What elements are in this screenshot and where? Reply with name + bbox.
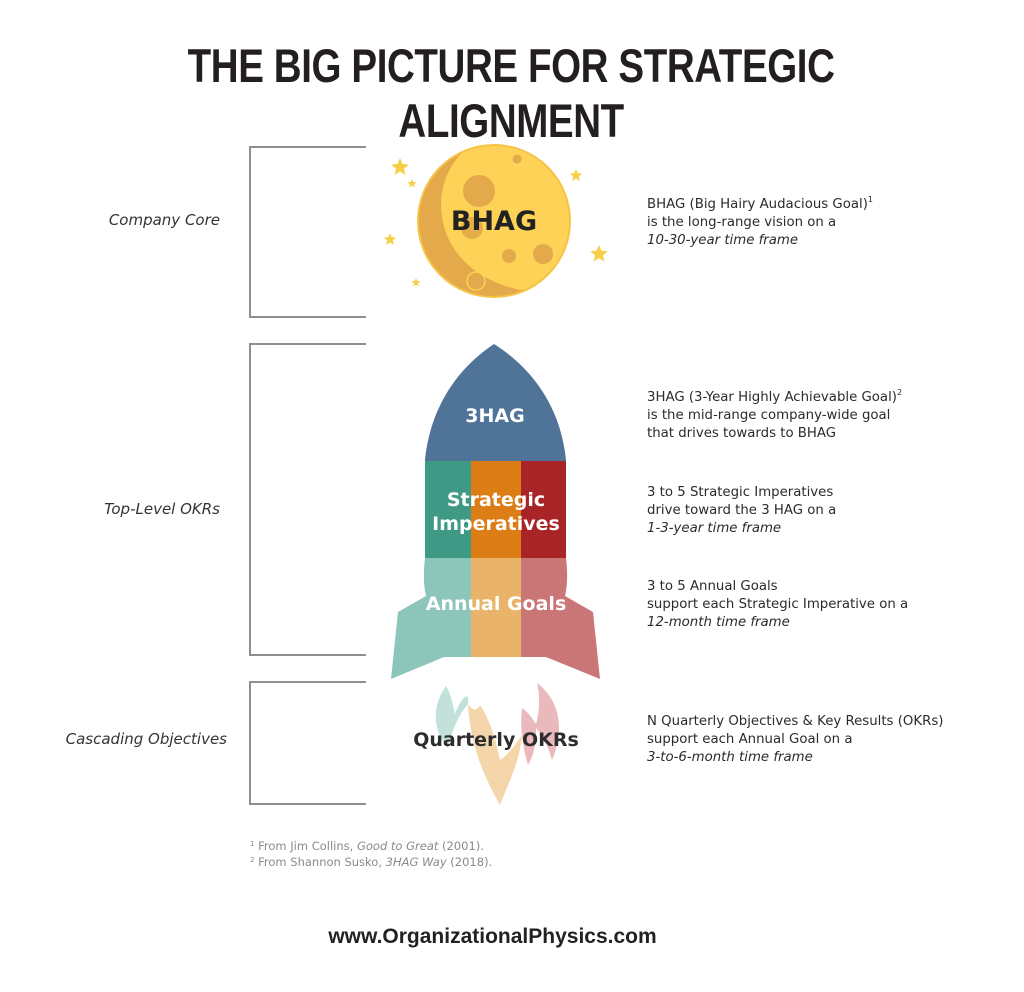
moon-icon: BHAG — [417, 144, 571, 298]
star-icon — [407, 179, 417, 188]
description-strategic-imperatives: 3 to 5 Strategic Imperatives drive towar… — [647, 485, 837, 536]
moon-label: BHAG — [451, 206, 537, 237]
page-title: THE BIG PICTURE FOR STRATEGIC ALIGNMENT — [187, 39, 835, 147]
rocket-nose — [391, 344, 600, 461]
footnote-1: 1 From Jim Collins, Good to Great (2001)… — [250, 839, 484, 853]
star-icon — [391, 158, 409, 175]
tier-label-top-level-okrs: Top-Level OKRs — [104, 500, 220, 518]
website-url: www.OrganizationalPhysics.com — [328, 925, 657, 948]
description-bhag: BHAG (Big Hairy Audacious Goal)1 is the … — [647, 195, 873, 249]
rocket-icon: 3HAG Strategic Imperatives Annual Goals — [391, 344, 600, 679]
tier-label-cascading-objectives: Cascading Objectives — [65, 730, 227, 748]
tier-label-company-core: Company Core — [108, 211, 220, 229]
star-icon — [590, 245, 608, 262]
star-icon — [569, 169, 583, 181]
footnote-2: 2 From Shannon Susko, 3HAG Way (2018). — [250, 855, 493, 869]
flames-icon: Quarterly OKRs — [413, 683, 579, 805]
rocket-nose-label: 3HAG — [465, 405, 524, 427]
description-quarterly-okrs: N Quarterly Objectives & Key Results (OK… — [647, 714, 944, 765]
bracket-company-core — [249, 146, 366, 318]
bracket-top-level-okrs — [249, 343, 366, 656]
bracket-cascading-objectives — [249, 681, 366, 805]
flames-label: Quarterly OKRs — [413, 729, 579, 751]
star-icon — [411, 278, 421, 287]
rocket-base-label: Annual Goals — [426, 593, 567, 615]
description-annual-goals: 3 to 5 Annual Goals support each Strateg… — [647, 579, 909, 630]
description-3hag: 3HAG (3-Year Highly Achievable Goal)2 is… — [647, 388, 903, 442]
rocket-band-label-2: Imperatives — [432, 513, 560, 535]
rocket-band-label-1: Strategic — [447, 489, 545, 511]
footnotes: 1 From Jim Collins, Good to Great (2001)… — [250, 838, 492, 870]
star-icons — [383, 158, 608, 287]
star-icon — [383, 233, 397, 245]
